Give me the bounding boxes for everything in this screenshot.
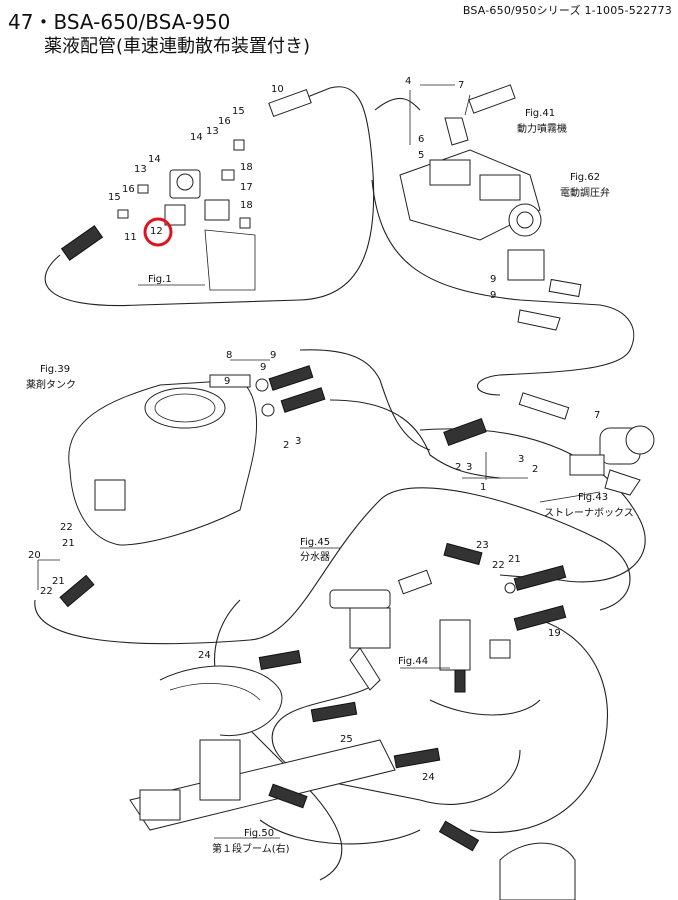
document-reference: BSA-650/950シリーズ 1-1005-522773 xyxy=(462,4,672,17)
hose-right-loop xyxy=(371,98,635,396)
label-fig-39: Fig.39 xyxy=(40,364,70,375)
callout-14b: 14 xyxy=(148,154,161,165)
callout-16b: 16 xyxy=(122,184,135,195)
label-fig-45: Fig.45 xyxy=(300,537,330,548)
callout-2b: 2 xyxy=(455,462,461,473)
power-sprayer-pump xyxy=(399,84,541,241)
callout-3c: 3 xyxy=(518,454,524,465)
caption-chemical-tank: 薬剤タンク xyxy=(26,378,76,391)
caption-boom: 第１段ブーム(右) xyxy=(212,842,290,855)
callout-15: 15 xyxy=(232,106,245,117)
label-fig-41: Fig.41 xyxy=(525,108,555,119)
callout-7b: 7 xyxy=(594,410,600,421)
callout-3a: 3 xyxy=(295,436,301,447)
hose-top-loop xyxy=(44,86,375,307)
water-distributor xyxy=(329,569,511,693)
callout-16: 16 xyxy=(218,116,231,127)
callout-18: 18 xyxy=(240,162,253,173)
callout-9e: 9 xyxy=(224,376,230,387)
callout-20: 20 xyxy=(28,550,41,561)
callout-14: 14 xyxy=(190,132,203,143)
callout-9c: 9 xyxy=(270,350,276,361)
callout-7a: 7 xyxy=(458,80,464,91)
callout-1: 1 xyxy=(480,482,486,493)
callout-21c: 21 xyxy=(508,554,521,565)
hose-bottom xyxy=(259,699,541,845)
caption-distributor: 分水器 xyxy=(300,551,330,563)
callout-17: 17 xyxy=(240,182,253,193)
hose-lower-loop xyxy=(34,428,646,645)
callout-24a: 24 xyxy=(198,650,211,661)
callout-15b: 15 xyxy=(108,192,121,203)
callout-12: 12 xyxy=(150,226,163,237)
callout-4: 4 xyxy=(405,76,411,87)
callout-2c: 2 xyxy=(532,464,538,475)
boom-feed-hoses xyxy=(443,542,567,631)
label-fig-44: Fig.44 xyxy=(398,656,428,667)
hose-right-side xyxy=(469,619,608,833)
tank-return-hoses xyxy=(59,365,326,608)
caption-strainer-box: ストレーナボックス xyxy=(544,507,634,519)
label-fig-62: Fig.62 xyxy=(570,172,600,183)
label-fig-1: Fig.1 xyxy=(148,274,172,285)
callout-23: 23 xyxy=(476,540,489,551)
callout-2a: 2 xyxy=(283,440,289,451)
callout-9b: 9 xyxy=(490,290,496,301)
caption-power-sprayer: 動力噴霧機 xyxy=(517,122,567,135)
label-fig-50: Fig.50 xyxy=(244,828,274,839)
callout-22b: 22 xyxy=(40,586,53,597)
callout-13: 13 xyxy=(206,126,219,137)
callout-5: 5 xyxy=(418,150,424,161)
callout-21a: 21 xyxy=(62,538,75,549)
page-subtitle: 薬液配管(車速連動散布装置付き) xyxy=(44,36,311,57)
hose-strainer-return xyxy=(329,399,501,479)
callout-22c: 22 xyxy=(492,560,505,571)
callout-25: 25 xyxy=(340,734,353,745)
callout-8: 8 xyxy=(226,350,232,361)
valve-bracket-assembly xyxy=(60,88,312,291)
callout-18b: 18 xyxy=(240,200,253,211)
callout-19: 19 xyxy=(548,628,561,639)
callout-24b: 24 xyxy=(422,772,435,783)
callout-10: 10 xyxy=(271,84,284,95)
callout-6: 6 xyxy=(418,134,424,145)
callout-21b: 21 xyxy=(52,576,65,587)
callout-3b: 3 xyxy=(466,462,472,473)
label-fig-43: Fig.43 xyxy=(578,492,608,503)
callout-9d: 9 xyxy=(260,362,266,373)
strainer-box xyxy=(443,392,655,496)
boom-frame xyxy=(129,650,576,900)
page-title: 47・BSA-650/BSA-950 xyxy=(8,10,231,34)
highlight-ring-item-12 xyxy=(143,217,173,247)
callout-9a: 9 xyxy=(490,274,496,285)
callout-13b: 13 xyxy=(134,164,147,175)
callout-22a: 22 xyxy=(60,522,73,533)
chemical-tank xyxy=(68,374,257,546)
pressure-control-valve xyxy=(507,203,582,331)
callout-11: 11 xyxy=(124,232,137,243)
caption-pressure-valve: 電動調圧弁 xyxy=(560,186,610,199)
leader-lines xyxy=(37,84,601,839)
hose-tank-outlet xyxy=(299,349,431,451)
